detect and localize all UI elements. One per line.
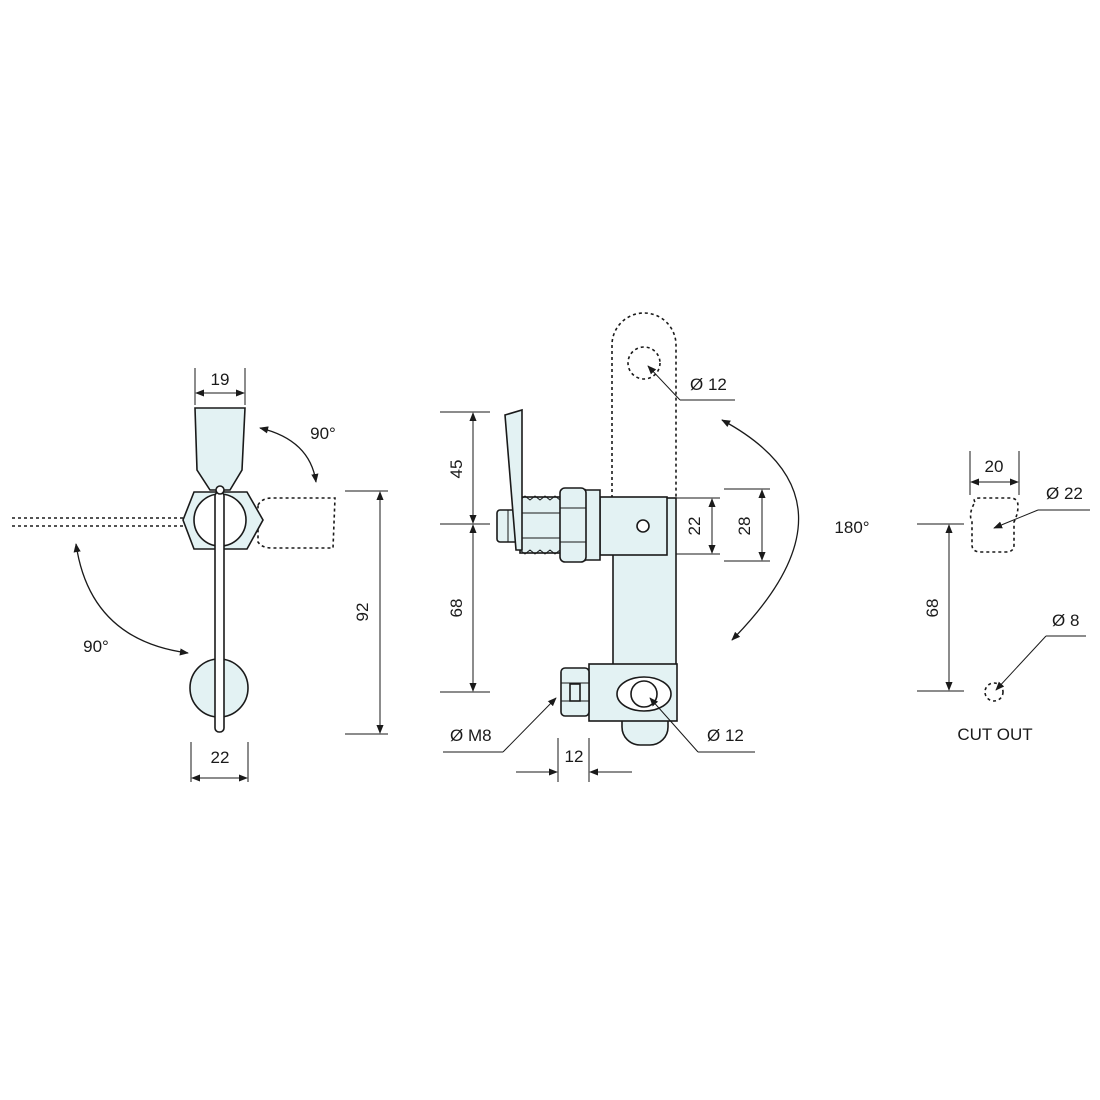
dim-hole-bottom-label: Ø 12 <box>707 726 744 745</box>
dim-cutout-spacing <box>917 523 964 692</box>
left-view: 19 90° 90° 22 92 <box>12 368 388 782</box>
center-view: 45 68 22 28 Ø 12 180° Ø 12 <box>440 312 870 782</box>
dim-cutout-spacing-label: 68 <box>923 599 942 618</box>
cutout-large-hole <box>969 497 1019 553</box>
dim-height <box>345 490 388 735</box>
handle-wing <box>504 408 523 551</box>
cutout-small-hole <box>984 682 1004 702</box>
dim-bolt-label: Ø M8 <box>450 726 492 745</box>
dim-inner-a-label: 22 <box>685 517 704 536</box>
leader-bolt <box>443 697 557 753</box>
angle-left-arc <box>73 543 189 656</box>
arm-pin-hole <box>636 519 650 533</box>
dashed-arm-up <box>611 312 677 498</box>
cutout-view: 20 Ø 22 Ø 8 68 CUT OUT <box>917 451 1090 744</box>
dim-cutout-large-label: Ø 22 <box>1046 484 1083 503</box>
dim-lower-label: 68 <box>447 599 466 618</box>
dim-top-width-label: 19 <box>211 370 230 389</box>
bolt-end <box>569 683 581 702</box>
leader-cutout-small <box>995 635 1086 691</box>
dim-height-label: 92 <box>353 603 372 622</box>
leader-cutout-large <box>993 509 1090 529</box>
dim-cutout-small-label: Ø 8 <box>1052 611 1079 630</box>
angle-left-label: 90° <box>83 637 109 656</box>
top-handle-wing <box>194 407 246 491</box>
dim-upper-label: 45 <box>447 460 466 479</box>
cutout-caption: CUT OUT <box>957 725 1032 744</box>
dim-offset-label: 12 <box>565 747 584 766</box>
dim-hole-top-label: Ø 12 <box>690 375 727 394</box>
dim-cutout-width-label: 20 <box>985 457 1004 476</box>
dim-upper <box>440 411 490 693</box>
dim-bottom-width <box>190 742 249 782</box>
lock-flange <box>584 489 601 561</box>
angle-top-label: 90° <box>310 424 336 443</box>
arm-head <box>599 496 668 556</box>
dim-inner <box>676 488 770 562</box>
bar-pivot <box>215 485 225 495</box>
dim-offset <box>516 738 632 782</box>
leader-hole-bottom <box>649 697 755 753</box>
dashed-handle-right <box>257 497 336 549</box>
thread-nut <box>559 487 587 563</box>
angle-rotation-arc <box>721 419 800 641</box>
dashed-handle-left <box>12 517 190 527</box>
dashed-hole-top <box>627 346 661 380</box>
dim-cutout-width <box>969 451 1020 495</box>
bottom-hole <box>630 680 658 708</box>
dim-top-width <box>194 368 246 405</box>
vertical-bar <box>214 491 225 733</box>
dim-bottom-width-label: 22 <box>211 748 230 767</box>
dim-inner-b-label: 28 <box>735 517 754 536</box>
angle-rotation-label: 180° <box>834 518 869 537</box>
leader-hole-top <box>647 365 735 401</box>
angle-top-arc <box>259 426 319 483</box>
